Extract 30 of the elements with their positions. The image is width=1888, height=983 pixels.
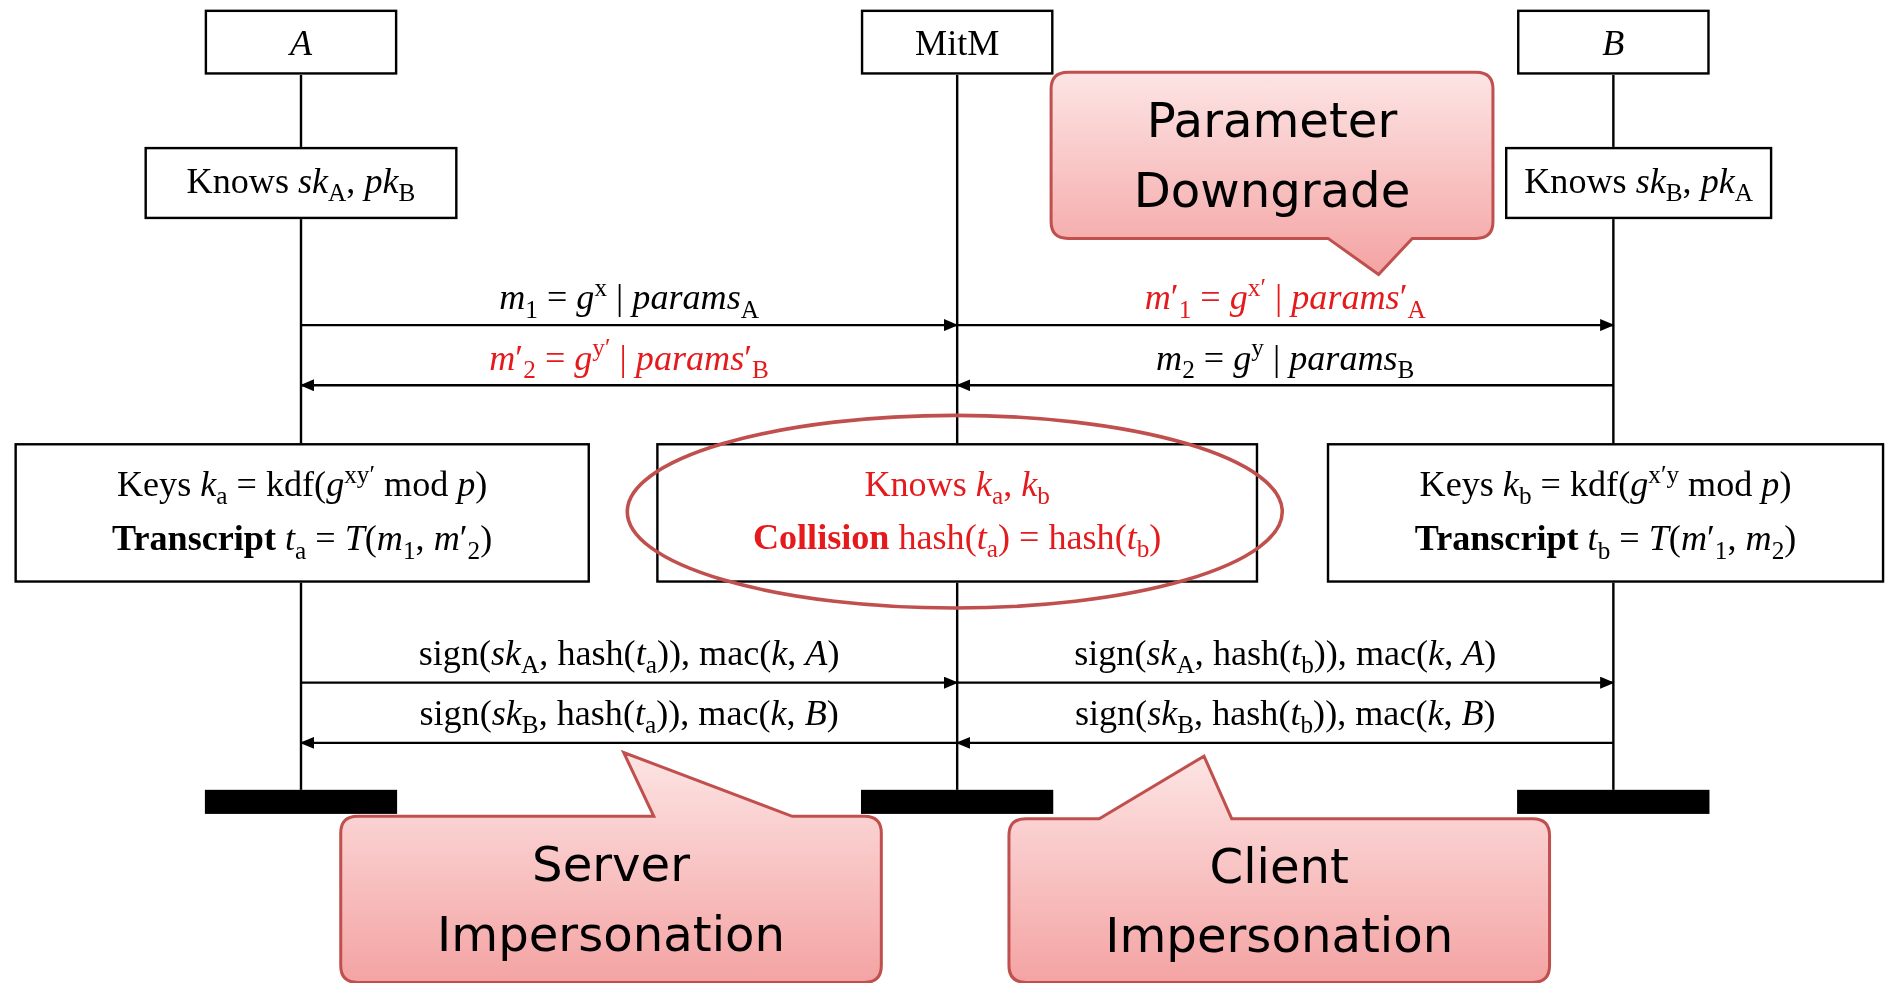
box-text: A [289, 21, 312, 64]
box-text: Knows k$_{a}$, k$_{b}$ [864, 462, 1050, 513]
callout-text: Client Impersonation [1104, 837, 1455, 966]
speech-bubble-callout [340, 752, 882, 983]
message-arrow [956, 379, 1614, 392]
box-text: Transcript t$_{b}$ = T(m′$_{1}$, m$_{2}$) [1414, 516, 1797, 567]
knowledge-box [144, 146, 458, 220]
message-arrow [301, 676, 959, 689]
message-arrow [299, 379, 958, 392]
key-box [1326, 443, 1885, 583]
box-text: Collision hash(t$_{a}$) = hash(t$_{b}$) [752, 515, 1162, 566]
speech-bubble-callout [1051, 72, 1493, 277]
box-text: Keys k$_{a}$ = kdf(g$^{xy′}$ mod p) [117, 459, 488, 513]
box-text: Keys k$_{b}$ = kdf(g$^{x′y}$ mod p) [1419, 459, 1792, 513]
box-text: Transcript t$_{a}$ = T(m$_{1}$, m′$_{2}$) [112, 516, 493, 567]
message-arrow [956, 736, 1614, 749]
callout-text: Server Impersonation [436, 835, 786, 964]
message-arrow [301, 319, 959, 332]
callout-text: Parameter Downgrade [1132, 91, 1412, 220]
box-text: Knows sk$_{B}$, pk$_{A}$ [1524, 158, 1754, 209]
box-text: Knows sk$_{A}$, pk$_{B}$ [186, 158, 416, 209]
box-text: B [1602, 21, 1625, 64]
box-text: MitM [915, 21, 1000, 64]
speech-bubble-callout [1008, 756, 1550, 983]
message-arrow [957, 676, 1615, 689]
message-arrow [299, 736, 958, 749]
key-box [14, 443, 590, 583]
key-box [656, 443, 1259, 583]
knowledge-box [1505, 146, 1773, 220]
message-arrow [957, 319, 1615, 332]
